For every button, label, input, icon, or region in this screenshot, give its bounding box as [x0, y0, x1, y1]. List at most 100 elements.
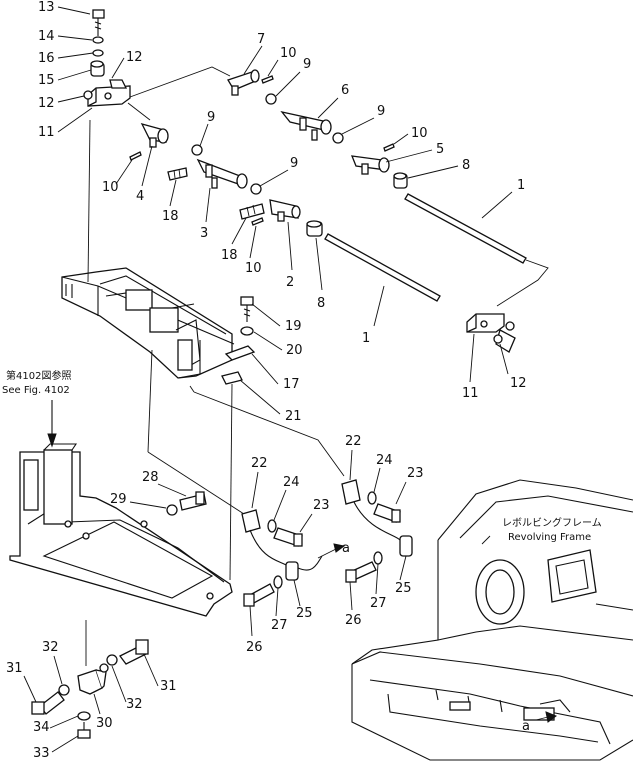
- callout-c12a: 12: [126, 50, 143, 65]
- callout-c31a: 31: [6, 661, 23, 676]
- callout-c32a: 32: [42, 640, 59, 655]
- console-box: [61, 267, 235, 379]
- callout-c9b: 9: [377, 104, 385, 119]
- leader-line: [239, 379, 281, 415]
- bolt-19: [240, 296, 254, 322]
- bushing-9b: [332, 132, 344, 144]
- washer-20: [240, 326, 254, 336]
- callout-c23b: 23: [313, 498, 330, 513]
- callout-c4: 4: [136, 189, 144, 204]
- callout-c29: 29: [110, 492, 127, 507]
- leader-line: [259, 169, 289, 187]
- bolt-23-right: [373, 503, 401, 523]
- bolt-31-left: [31, 691, 65, 715]
- bushing-9a: [265, 93, 277, 105]
- callout-c9c: 9: [207, 110, 215, 125]
- leader-line: [251, 471, 259, 509]
- leader-line: [395, 481, 407, 505]
- callout-c22a: 22: [345, 434, 362, 449]
- arrow-down-icon: [47, 433, 57, 448]
- frame-label-jp: レボルビングフレーム: [502, 516, 602, 529]
- leader-line: [349, 449, 353, 481]
- bolt-33: [77, 722, 91, 739]
- nut-12a: [83, 90, 93, 100]
- leader-line: [251, 353, 279, 385]
- callout-c8b: 8: [317, 296, 325, 311]
- callout-c18a: 18: [162, 209, 179, 224]
- bolt-31-right: [119, 639, 149, 665]
- lever-3: [196, 158, 248, 189]
- callout-labels: 1314161512121171096910581910418391810281…: [6, 0, 527, 761]
- leader-line: [399, 555, 407, 581]
- callout-c26a: 26: [246, 640, 263, 655]
- lever-6: [280, 110, 332, 141]
- switch-22-right: [341, 479, 401, 541]
- revolving-frame: [351, 479, 633, 761]
- clip-21: [221, 371, 243, 385]
- bracket-30: [77, 669, 107, 695]
- callout-c13: 13: [38, 0, 55, 15]
- leader-line: [253, 331, 283, 351]
- bushing-8b: [306, 220, 323, 237]
- leader-line: [199, 123, 209, 147]
- leader-line: [111, 57, 125, 79]
- leader-line: [93, 693, 101, 715]
- callout-c20: 20: [286, 343, 303, 358]
- bushing-15: [90, 60, 105, 77]
- callout-c21: 21: [285, 409, 302, 424]
- callout-c1a: 1: [517, 178, 525, 193]
- pin-10b: [383, 143, 395, 152]
- leader-line: [57, 95, 85, 103]
- leader-line: [249, 225, 257, 259]
- lever-5: [350, 155, 390, 175]
- leader-line: [499, 343, 509, 375]
- bolt-26-right: [345, 561, 377, 583]
- arrow-right-icon: [545, 711, 558, 723]
- callout-c33: 33: [33, 746, 50, 761]
- pin-10d: [251, 217, 264, 226]
- leader-line: [49, 715, 79, 729]
- callout-c19: 19: [285, 319, 302, 334]
- leader-line: [275, 587, 279, 617]
- leader-line: [375, 563, 379, 595]
- switch-22-left: [241, 509, 289, 567]
- washer-27-right: [373, 551, 383, 565]
- leader-line: [243, 45, 263, 75]
- nut-32-right: [106, 654, 118, 666]
- washer-16: [92, 49, 104, 57]
- leader-line: [205, 187, 211, 223]
- leader-line: [57, 69, 92, 81]
- leader-line: [53, 655, 63, 685]
- callout-c16: 16: [38, 51, 55, 66]
- callout-c30: 30: [96, 716, 113, 731]
- callout-c26b: 26: [345, 613, 362, 628]
- callout-c25b: 25: [395, 581, 412, 596]
- callout-c25a: 25: [296, 606, 313, 621]
- nut-32-left: [58, 684, 70, 696]
- washer-34: [77, 711, 91, 721]
- callout-c10a: 10: [280, 46, 297, 61]
- callout-c24b: 24: [283, 475, 300, 490]
- callout-c27a: 27: [271, 618, 288, 633]
- callout-c23a: 23: [407, 466, 424, 481]
- pin-10a: [261, 75, 274, 84]
- see-fig-en: See Fig. 4102: [2, 385, 70, 396]
- washer-14: [92, 36, 104, 44]
- leader-line: [385, 149, 433, 163]
- washer-27-left: [273, 575, 283, 589]
- callout-c24a: 24: [376, 453, 393, 468]
- bushing-8a: [393, 172, 408, 189]
- leader-line: [115, 159, 133, 185]
- callout-c9a: 9: [303, 57, 311, 72]
- callout-c17: 17: [283, 377, 300, 392]
- leader-line: [267, 59, 279, 77]
- leader-line: [249, 605, 253, 637]
- bracket-11-left: [87, 79, 131, 107]
- plate-17: [224, 345, 256, 361]
- leader-line: [143, 653, 159, 687]
- leader-line: [341, 117, 375, 135]
- callout-c31b: 31: [160, 679, 177, 694]
- callout-c3: 3: [200, 226, 208, 241]
- callout-c9d: 9: [290, 156, 298, 171]
